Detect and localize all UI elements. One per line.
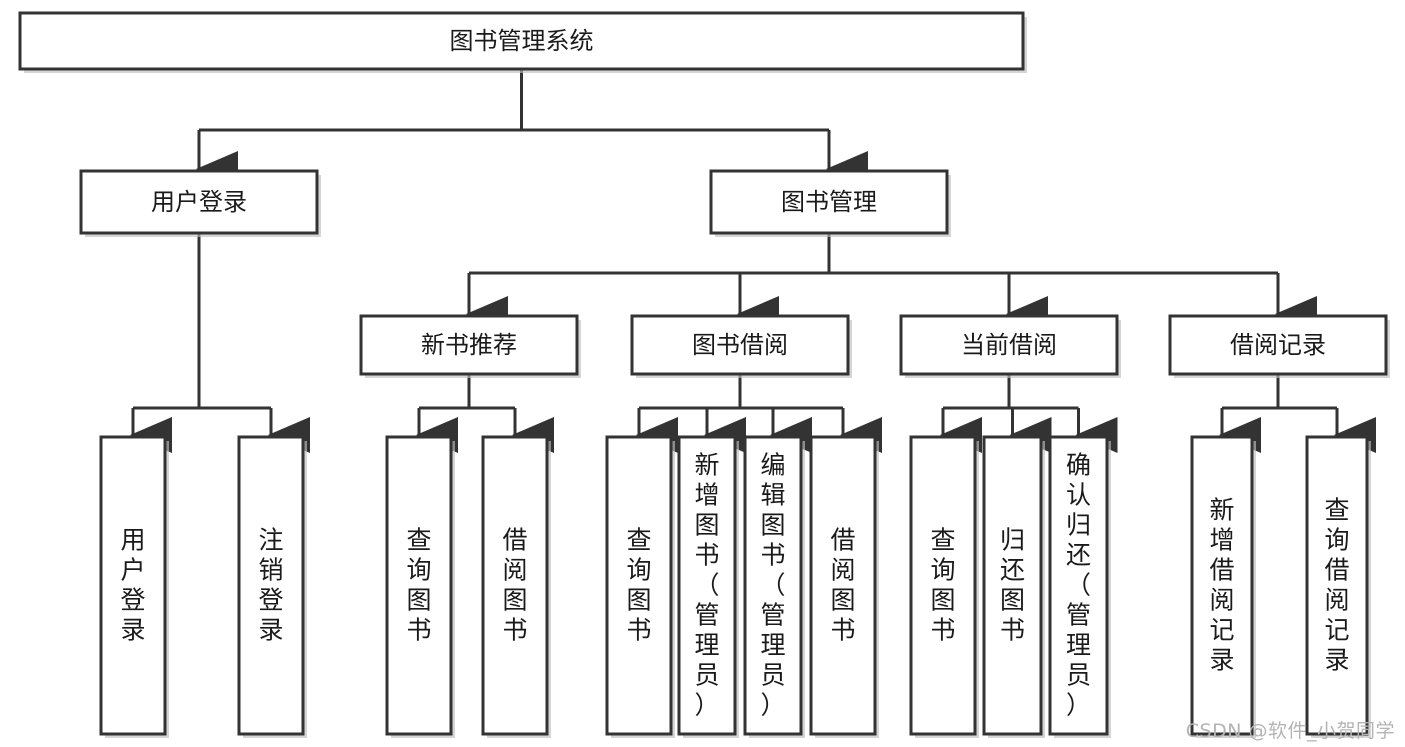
node-leaf-add-book[interactable]: 新增图书（管理员）	[677, 435, 739, 738]
leaf-label: 查询图书	[626, 526, 651, 645]
node-leaf-return-book[interactable]: 归还图书	[982, 435, 1045, 738]
node-leaf-user-logout[interactable]: 注销登录	[237, 435, 307, 738]
node-label: 用户登录	[151, 188, 247, 216]
connector-edges	[130, 69, 1376, 453]
node-label: 新书推荐	[421, 331, 517, 359]
leaf-label: 查询图书	[930, 526, 955, 645]
node-borrow-record[interactable]: 借阅记录	[1168, 314, 1390, 378]
leaf-label: 查询图书	[406, 526, 431, 645]
node-leaf-query-record[interactable]: 查询借阅记录	[1305, 435, 1371, 738]
node-label: 图书管理系统	[450, 27, 594, 55]
leaf-label: 新增借阅记录	[1209, 496, 1234, 675]
node-label: 图书借阅	[692, 331, 788, 359]
node-boxes: 图书管理系统用户登录图书管理新书推荐图书借阅当前借阅借阅记录用户登录注销登录查询…	[18, 11, 1390, 738]
node-leaf-query-book-1[interactable]: 查询图书	[385, 435, 455, 738]
node-root[interactable]: 图书管理系统	[18, 11, 1027, 73]
node-book-manage[interactable]: 图书管理	[709, 169, 951, 237]
leaf-label: 确认归还（管理员）	[1066, 451, 1091, 720]
leaf-label: 用户登录	[120, 526, 145, 645]
node-current-borrow[interactable]: 当前借阅	[899, 314, 1121, 378]
node-leaf-user-login[interactable]: 用户登录	[99, 435, 169, 738]
leaf-label: 借阅图书	[830, 526, 855, 645]
node-user-login[interactable]: 用户登录	[79, 169, 321, 237]
node-label: 当前借阅	[961, 331, 1057, 359]
csdn-watermark: CSDN @软件_小贺同学	[1185, 720, 1395, 742]
node-label: 借阅记录	[1230, 331, 1326, 359]
node-leaf-edit-book[interactable]: 编辑图书（管理员）	[743, 435, 805, 738]
node-leaf-query-book-2[interactable]: 查询图书	[605, 435, 675, 738]
node-leaf-add-record[interactable]: 新增借阅记录	[1190, 435, 1256, 738]
node-leaf-confirm-return[interactable]: 确认归还（管理员）	[1048, 435, 1111, 738]
leaf-label: 新增图书（管理员）	[694, 451, 719, 720]
node-label: 图书管理	[781, 188, 877, 216]
node-leaf-borrow-book-2[interactable]: 借阅图书	[809, 435, 879, 738]
leaf-label: 借阅图书	[502, 526, 527, 645]
node-new-book-rec[interactable]: 新书推荐	[359, 314, 581, 378]
leaf-label: 编辑图书（管理员）	[760, 451, 785, 720]
leaf-label: 查询借阅记录	[1324, 496, 1349, 675]
leaf-label: 归还图书	[1000, 526, 1025, 645]
node-leaf-borrow-book-1[interactable]: 借阅图书	[481, 435, 551, 738]
leaf-label: 注销登录	[258, 526, 283, 645]
node-book-borrow[interactable]: 图书借阅	[630, 314, 852, 378]
node-leaf-query-book-3[interactable]: 查询图书	[909, 435, 979, 738]
